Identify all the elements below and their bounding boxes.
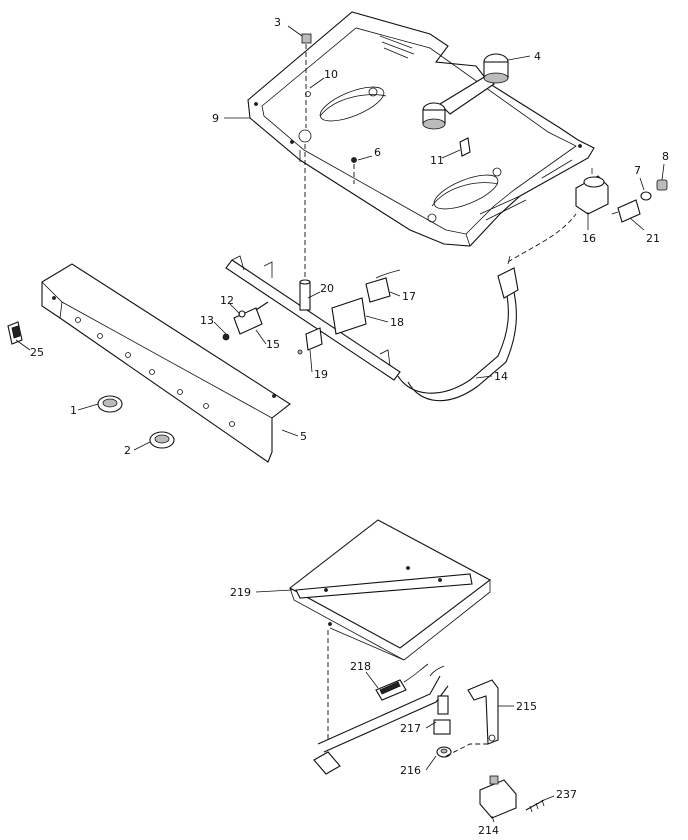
knob-7 bbox=[640, 191, 652, 201]
knob-2 bbox=[149, 431, 175, 449]
label-25: 25 bbox=[30, 346, 44, 359]
regulator-16 bbox=[575, 168, 609, 215]
label-6: 6 bbox=[374, 146, 381, 159]
label-1: 1 bbox=[70, 404, 77, 417]
switch-21 bbox=[611, 199, 641, 223]
nut-216 bbox=[436, 746, 452, 758]
clip-19 bbox=[297, 327, 323, 355]
bracket-18 bbox=[331, 297, 367, 335]
bottom-panel-219 bbox=[288, 519, 492, 661]
label-21: 21 bbox=[646, 232, 660, 245]
label-217: 217 bbox=[400, 722, 421, 735]
valve-17 bbox=[365, 269, 401, 303]
label-20: 20 bbox=[320, 282, 334, 295]
label-19: 19 bbox=[314, 368, 328, 381]
control-panel-5 bbox=[41, 263, 291, 463]
label-8: 8 bbox=[662, 150, 669, 163]
label-215: 215 bbox=[516, 700, 537, 713]
label-10: 10 bbox=[324, 68, 338, 81]
label-5: 5 bbox=[300, 430, 307, 443]
knob-1 bbox=[97, 395, 123, 413]
label-2: 2 bbox=[124, 444, 131, 457]
igniter-218 bbox=[375, 663, 429, 701]
label-7: 7 bbox=[634, 164, 641, 177]
label-216: 216 bbox=[400, 764, 421, 777]
bracket-215 bbox=[467, 679, 499, 745]
nut-3 bbox=[301, 33, 312, 44]
nut-13 bbox=[222, 333, 230, 341]
burner-ignitor-4 bbox=[422, 53, 509, 130]
valve-15 bbox=[233, 301, 269, 335]
gas-line-14 bbox=[397, 255, 519, 402]
label-214: 214 bbox=[478, 824, 499, 837]
label-218: 218 bbox=[350, 660, 371, 673]
label-4: 4 bbox=[534, 50, 541, 63]
knob-8 bbox=[656, 179, 668, 191]
label-15: 15 bbox=[266, 338, 280, 351]
clip-11 bbox=[459, 137, 471, 157]
label-14: 14 bbox=[494, 370, 508, 383]
label-9: 9 bbox=[212, 112, 219, 125]
clip-25 bbox=[7, 321, 23, 345]
screw-237 bbox=[525, 799, 545, 813]
label-219: 219 bbox=[230, 586, 251, 599]
burner-pan-9 bbox=[247, 11, 595, 247]
label-3: 3 bbox=[274, 16, 281, 29]
label-13: 13 bbox=[200, 314, 214, 327]
label-237: 237 bbox=[556, 788, 577, 801]
label-11: 11 bbox=[430, 154, 444, 167]
sleeve-217 bbox=[433, 695, 451, 735]
label-17: 17 bbox=[402, 290, 416, 303]
label-12: 12 bbox=[220, 294, 234, 307]
broiler-burner bbox=[313, 665, 449, 775]
thermostat-214 bbox=[479, 775, 517, 819]
label-16: 16 bbox=[582, 232, 596, 245]
label-18: 18 bbox=[390, 316, 404, 329]
manifold-20 bbox=[225, 255, 401, 381]
leader-lines bbox=[15, 25, 665, 823]
